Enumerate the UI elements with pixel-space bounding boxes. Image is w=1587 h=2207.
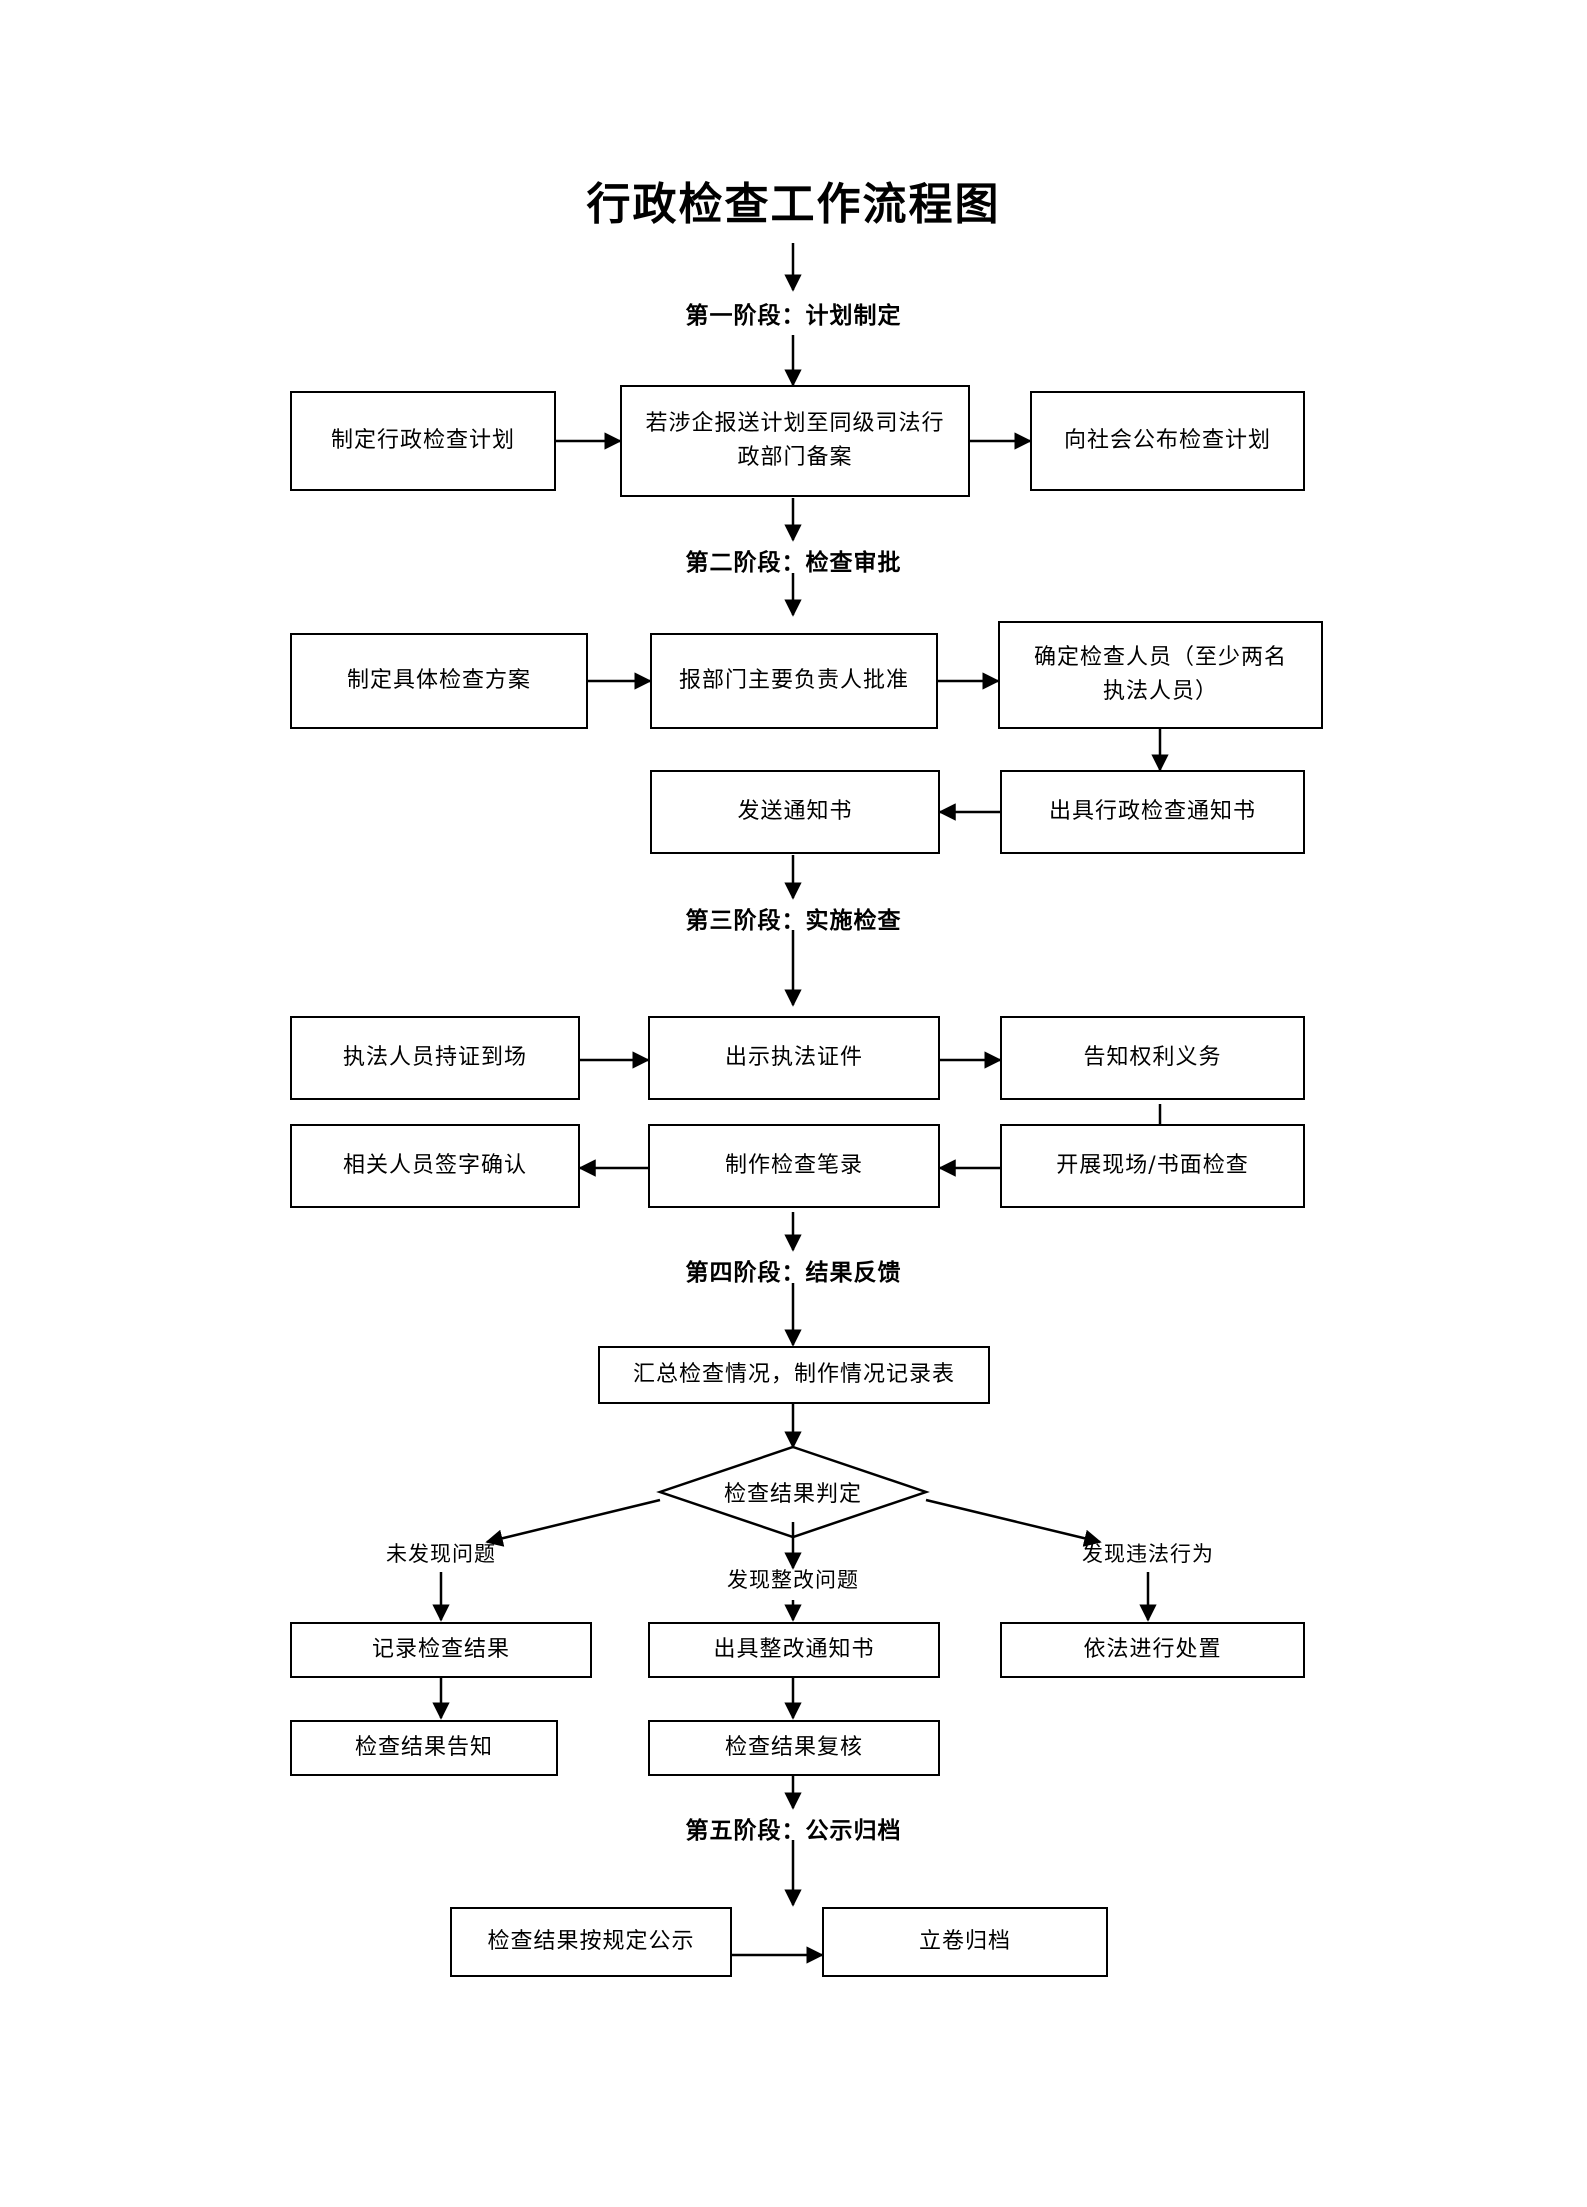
node-label: 制定具体检查方案 xyxy=(346,667,531,693)
stage-heading-1: 第一阶段：计划制定 xyxy=(685,303,902,329)
node-assign-inspectors[interactable]: 确定检查人员（至少两名 执法人员） xyxy=(998,621,1323,729)
node-issue-inspection-notice[interactable]: 出具行政检查通知书 xyxy=(1000,770,1305,854)
node-publish-plan-to-public[interactable]: 向社会公布检查计划 xyxy=(1030,391,1305,491)
node-submit-for-approval[interactable]: 报部门主要负责人批准 xyxy=(650,633,938,729)
node-label: 相关人员签字确认 xyxy=(342,1152,527,1178)
stage-heading-5: 第五阶段：公示归档 xyxy=(685,1818,902,1844)
node-label: 记录检查结果 xyxy=(371,1636,510,1662)
node-related-persons-sign[interactable]: 相关人员签字确认 xyxy=(290,1124,580,1208)
node-review-result[interactable]: 检查结果复核 xyxy=(648,1720,940,1776)
node-notify-result[interactable]: 检查结果告知 xyxy=(290,1720,558,1776)
node-label: 告知权利义务 xyxy=(1083,1044,1222,1070)
node-label: 出具行政检查通知书 xyxy=(1048,798,1256,824)
node-label: 出示执法证件 xyxy=(724,1044,863,1070)
node-label: 制定行政检查计划 xyxy=(330,427,515,453)
node-handle-per-law[interactable]: 依法进行处置 xyxy=(1000,1622,1305,1678)
node-label: 发送通知书 xyxy=(737,798,853,824)
decision-label: 检查结果判定 xyxy=(723,1482,862,1507)
page-title: 行政检查工作流程图 xyxy=(586,179,1001,230)
decision-inspection-result[interactable]: 检查结果判定 xyxy=(660,1447,926,1537)
node-label: 制作检查笔录 xyxy=(724,1152,863,1178)
node-record-result[interactable]: 记录检查结果 xyxy=(290,1622,592,1678)
node-send-notice[interactable]: 发送通知书 xyxy=(650,770,940,854)
node-label: 开展现场/书面检查 xyxy=(1056,1152,1249,1178)
node-show-credentials[interactable]: 出示执法证件 xyxy=(648,1016,940,1100)
node-publish-result[interactable]: 检查结果按规定公示 xyxy=(450,1907,732,1977)
node-issue-rectification-notice[interactable]: 出具整改通知书 xyxy=(648,1622,940,1678)
node-label: 检查结果告知 xyxy=(354,1734,493,1760)
node-label-line2: 政部门备案 xyxy=(737,445,853,470)
node-inspectors-arrive-with-credentials[interactable]: 执法人员持证到场 xyxy=(290,1016,580,1100)
node-make-detailed-scheme[interactable]: 制定具体检查方案 xyxy=(290,633,588,729)
node-label: 向社会公布检查计划 xyxy=(1063,427,1271,453)
node-label: 依法进行处置 xyxy=(1083,1636,1222,1662)
node-label: 检查结果复核 xyxy=(724,1734,863,1760)
node-label: 检查结果按规定公示 xyxy=(487,1928,695,1954)
node-label-line2: 执法人员） xyxy=(1102,679,1218,704)
branch-label-illegal-act: 发现违法行为 xyxy=(1082,1542,1214,1566)
node-label: 出具整改通知书 xyxy=(713,1636,875,1662)
node-label: 执法人员持证到场 xyxy=(342,1044,527,1070)
node-file-archive[interactable]: 立卷归档 xyxy=(822,1907,1108,1977)
node-label-line1: 若涉企报送计划至同级司法行 xyxy=(645,410,945,436)
stage-heading-4: 第四阶段：结果反馈 xyxy=(685,1260,902,1286)
node-label: 汇总检查情况，制作情况记录表 xyxy=(632,1361,955,1387)
node-make-inspection-record[interactable]: 制作检查笔录 xyxy=(648,1124,940,1208)
node-make-inspection-plan[interactable]: 制定行政检查计划 xyxy=(290,391,556,491)
branch-label-rectification: 发现整改问题 xyxy=(727,1568,859,1592)
branch-label-no-issue: 未发现问题 xyxy=(386,1542,496,1566)
node-conduct-onsite-or-document-inspection[interactable]: 开展现场/书面检查 xyxy=(1000,1124,1305,1208)
node-inform-rights-obligations[interactable]: 告知权利义务 xyxy=(1000,1016,1305,1100)
node-label: 立卷归档 xyxy=(918,1928,1011,1954)
stage-heading-2: 第二阶段：检查审批 xyxy=(685,550,902,576)
stage-heading-3: 第三阶段：实施检查 xyxy=(685,908,902,934)
node-report-plan-to-justice-dept[interactable]: 若涉企报送计划至同级司法行 政部门备案 xyxy=(620,385,970,497)
node-label-line1: 确定检查人员（至少两名 xyxy=(1033,644,1287,670)
node-label: 报部门主要负责人批准 xyxy=(678,667,909,693)
node-summarize-and-record[interactable]: 汇总检查情况，制作情况记录表 xyxy=(598,1346,990,1404)
